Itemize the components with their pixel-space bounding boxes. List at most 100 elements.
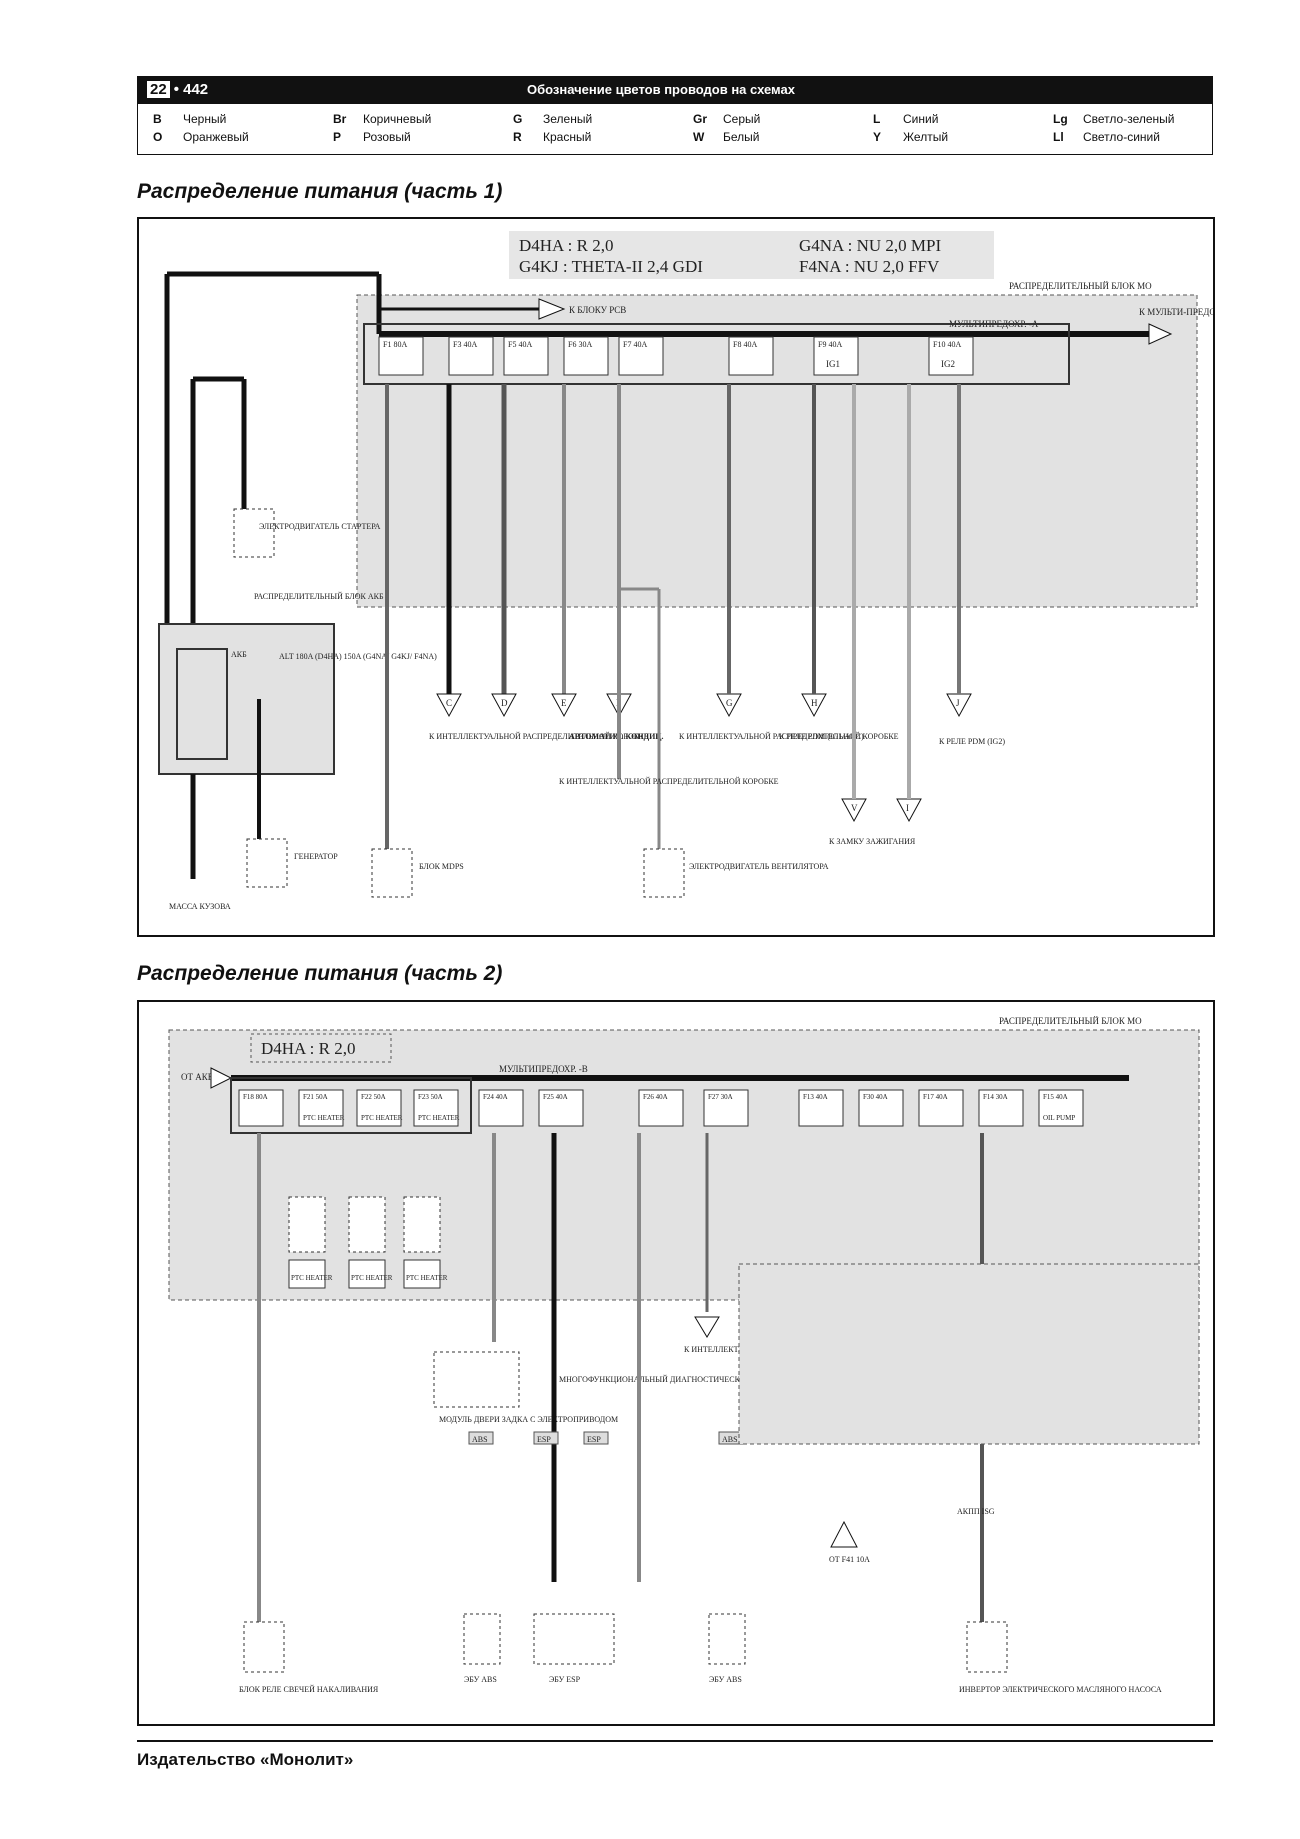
svg-text:F9 40A: F9 40A [818, 340, 842, 349]
starter-label: ЭЛЕКТРОДВИГАТЕЛЬ СТАРТЕРА [259, 522, 381, 531]
footer-rule [137, 1740, 1213, 1742]
svg-text:F25 40A: F25 40A [543, 1093, 568, 1101]
svg-text:F27 30A: F27 30A [708, 1093, 733, 1101]
section-number: 22 [147, 81, 170, 98]
svg-text:C: C [446, 698, 452, 708]
door-module-connector [433, 1351, 520, 1408]
abs2-label: ЭБУ ABS [709, 1675, 742, 1684]
block-label: РАСПРЕДЕЛИТЕЛЬНЫЙ БЛОК МО [1009, 281, 1152, 291]
fuse-4: F7 40A [618, 336, 664, 376]
ground-label: МАССА КУЗОВА [169, 902, 231, 911]
fuse2-4: F24 40A [478, 1089, 524, 1127]
from-akb: ОТ АКБ [181, 1072, 213, 1082]
akb-label: АКБ [231, 650, 247, 659]
svg-text:F21 50A: F21 50A [303, 1093, 328, 1101]
auto-cond: АВТОМАТИЧ. КОНДИЦ. [569, 732, 664, 741]
connector-V: V [841, 798, 867, 823]
fuse-1: F3 40A [448, 336, 494, 376]
oil-pump-label: ИНВЕРТОР ЭЛЕКТРИЧЕСКОГО МАСЛЯНОГО НАСОСА [959, 1685, 1162, 1694]
connector-J: J [946, 693, 972, 718]
svg-text:F7 40A: F7 40A [623, 340, 647, 349]
ptc-relay-0: PTC HEATER [288, 1196, 333, 1289]
ptc-fuse-group [230, 1077, 472, 1134]
engine-4: F4NA : NU 2,0 FFV [799, 257, 940, 276]
alt-label: ALT 180A (D4HA) 150A (G4NA/ G4KJ/ F4NA) [279, 652, 437, 661]
page-number-value: 442 [183, 81, 209, 98]
svg-text:H: H [811, 698, 818, 708]
part1-title: Распределение питания (часть 1) [137, 180, 503, 203]
svg-text:F13 40A: F13 40A [803, 1093, 828, 1101]
connector-G: G [716, 693, 742, 718]
svg-text:F26 40A: F26 40A [643, 1093, 668, 1101]
oil-pump-connector [966, 1621, 1008, 1673]
f41-arrow [830, 1520, 858, 1548]
fuse2-6: F26 40A [638, 1089, 684, 1127]
svg-text:F23 50A: F23 50A [418, 1093, 443, 1101]
esp-connector [533, 1613, 615, 1665]
fuse-5: F8 40A [728, 336, 774, 376]
svg-text:E: E [561, 698, 567, 708]
fuse2-7: F27 30A [703, 1089, 749, 1127]
fuse2-11: F14 30A [978, 1089, 1024, 1127]
part2-svg: РАСПРЕДЕЛИТЕЛЬНЫЙ БЛОК МО D4HA : R 2,0 О… [168, 1016, 1200, 1694]
engine-2: D4HA : R 2,0 [261, 1039, 355, 1058]
svg-text:F14 30A: F14 30A [983, 1093, 1008, 1101]
connector-C: C [436, 693, 462, 718]
svg-text:PTC HEATER: PTC HEATER [351, 1274, 393, 1282]
mdps-connector [371, 848, 413, 898]
ptc-relay-1: PTC HEATER [348, 1196, 393, 1289]
svg-text:PTC HEATER: PTC HEATER [361, 1114, 403, 1122]
part2-diagram: РАСПРЕДЕЛИТЕЛЬНЫЙ БЛОК МО D4HA : R 2,0 О… [137, 1000, 1215, 1726]
svg-text:PTC HEATER: PTC HEATER [406, 1274, 448, 1282]
engine-1: D4HA : R 2,0 [519, 236, 613, 255]
svg-text:IG1: IG1 [826, 359, 840, 369]
fuse2-3: F23 50A PTC HEATER [413, 1089, 460, 1127]
fuse-3: F6 30A [563, 336, 609, 376]
smart-box-arrow [694, 1316, 720, 1338]
tag-esp-2: ESP [587, 1435, 601, 1444]
tag-esp: ESP [537, 1435, 551, 1444]
pcb-arrow [538, 298, 566, 320]
connectors-part1: CDEFGHIVJ [436, 693, 972, 823]
f41-label: ОТ F41 10A [829, 1555, 870, 1564]
part1-diagram: D4HA : R 2,0 G4KJ : THETA-II 2,4 GDI G4N… [137, 217, 1239, 937]
isg-relay-block [738, 1263, 1200, 1445]
fuse-0: F1 80A [378, 336, 424, 376]
part1-svg: D4HA : R 2,0 G4KJ : THETA-II 2,4 GDI G4N… [158, 231, 1239, 911]
fan-connector [643, 848, 685, 898]
svg-text:F6 30A: F6 30A [568, 340, 592, 349]
engine-3: G4NA : NU 2,0 MPI [799, 236, 941, 255]
to-multi-b: К МУЛЬТИ-ПРЕДОХР. -В [1139, 307, 1213, 317]
dist-block-mo [356, 294, 1198, 608]
svg-text:F3 40A: F3 40A [453, 340, 477, 349]
svg-text:F18 80A: F18 80A [243, 1093, 268, 1101]
multi-b: МУЛЬТИПРЕДОХР. -В [499, 1064, 588, 1074]
fuse2-9: F30 40A [858, 1089, 904, 1127]
battery [176, 648, 228, 760]
starter-connector [233, 508, 275, 558]
tag-abs: ABS [472, 1435, 488, 1444]
aux-block [158, 623, 335, 775]
diag-label: МНОГОФУНКЦИОНАЛЬНЫЙ ДИАГНОСТИЧЕСКИЙ РАЗЪ… [559, 1375, 784, 1384]
svg-text:PTC HEATER: PTC HEATER [418, 1114, 460, 1122]
page-header: 22• 442 Обозначение цветов проводов на с… [137, 76, 1213, 104]
fuse2-10: F17 40A [918, 1089, 964, 1127]
glow-label: БЛОК РЕЛЕ СВЕЧЕЙ НАКАЛИВАНИЯ [239, 1685, 379, 1694]
svg-text:I: I [906, 803, 909, 813]
header-title: Обозначение цветов проводов на схемах [527, 82, 795, 97]
part2-title: Распределение питания (часть 2) [137, 962, 503, 985]
svg-text:PTC HEATER: PTC HEATER [291, 1274, 333, 1282]
svg-text:F1 80A: F1 80A [383, 340, 407, 349]
abs1-connector [463, 1613, 501, 1665]
mdps-label: БЛОК MDPS [419, 862, 464, 871]
esp-label: ЭБУ ESP [549, 1675, 581, 1684]
fuse-6: F9 40A IG1 [813, 336, 859, 376]
smart-box-label-3: К ИНТЕЛЛЕКТУАЛЬНОЙ РАСПРЕДЕЛИТЕЛЬНОЙ КОР… [679, 732, 899, 741]
svg-text:F22 50A: F22 50A [361, 1093, 386, 1101]
fan-label: ЭЛЕКТРОДВИГАТЕЛЬ ВЕНТИЛЯТОРА [689, 862, 829, 871]
page-number: 22• 442 [147, 81, 208, 98]
fuses-part2: F18 80A F21 50A PTC HEATER F22 50A PTC HEATE… [238, 1089, 1084, 1127]
